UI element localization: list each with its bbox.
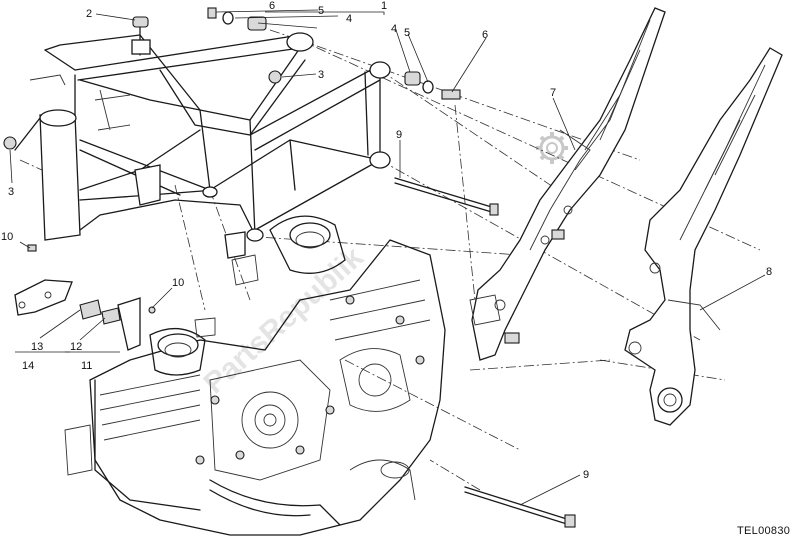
callout-14: 14: [22, 360, 34, 372]
callout-9: 9: [583, 469, 589, 481]
callout-8: 8: [766, 266, 772, 278]
left-bracket-assembly: [14, 244, 156, 351]
callout-11: 11: [81, 360, 92, 372]
callout-4: 4: [346, 13, 352, 25]
callout-1: 1: [381, 0, 387, 12]
drawing-code: TEL00830: [737, 525, 790, 537]
assembly-lines: [19, 29, 761, 491]
callout-12: 12: [70, 341, 82, 353]
callout-2: 2: [86, 8, 92, 20]
bolt-part-9-lower: [464, 486, 576, 528]
engine-block: [64, 215, 446, 536]
callout-9: 9: [396, 129, 402, 141]
callout-4: 4: [391, 23, 397, 35]
callout-6: 6: [482, 29, 488, 41]
callout-3: 3: [318, 69, 324, 81]
bolt-part-9-upper: [394, 177, 499, 216]
leader-lines: [9, 9, 766, 506]
trellis-frame: [14, 32, 391, 259]
callout-3: 3: [8, 186, 14, 198]
callout-10: 10: [172, 277, 184, 289]
cap-part-2: [131, 16, 151, 56]
callout-13: 13: [31, 341, 43, 353]
rear-subframe-part-7: [469, 7, 666, 361]
callouts: 1 2 3 3 4 4 5 5 6 6 7 8 9 9 10 10 11 12 …: [1, 0, 772, 481]
nut-parts-3: [3, 70, 282, 150]
callout-10: 10: [1, 231, 13, 243]
callout-5: 5: [318, 5, 324, 17]
gear-icon: [536, 132, 568, 164]
callout-5: 5: [404, 27, 410, 39]
callout-7: 7: [550, 87, 556, 99]
callout-6: 6: [269, 0, 275, 12]
upper-hardware: [207, 7, 461, 100]
rear-subframe-part-8: [624, 47, 783, 426]
